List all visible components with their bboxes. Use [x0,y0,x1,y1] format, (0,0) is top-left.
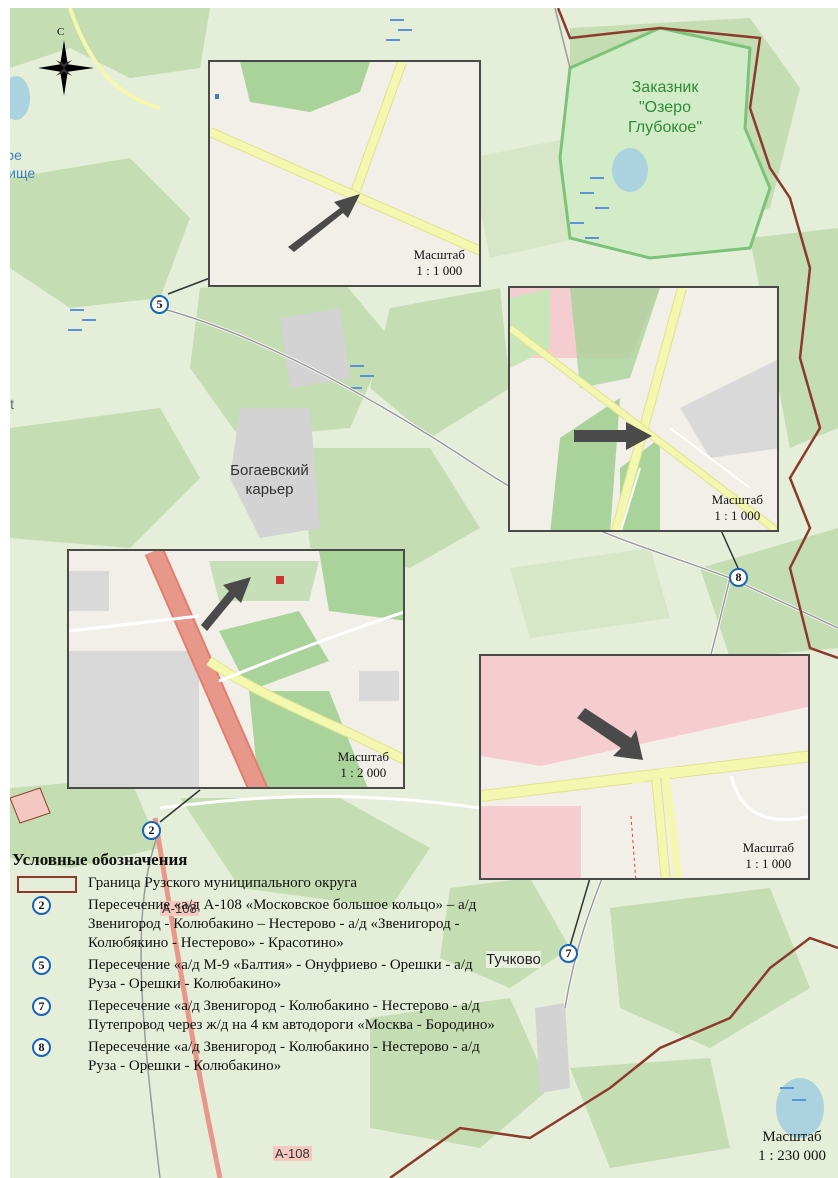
quarry-label-line-1: Богаевский [230,462,309,479]
legend-item-7-text: Пересечение «а/д Звенигород - Колюбакино… [88,998,495,1033]
quarry-label: Богаевский карьер [222,461,317,499]
inset-2-scale-label: Масштаб [337,749,389,764]
lake-label-line-2: лище [10,165,36,181]
main-map-scale: Масштаб 1 : 230 000 [758,1128,826,1166]
inset-7-scale-value: 1 : 1 000 [745,856,792,871]
map-marker-2[interactable]: 2 [142,821,161,840]
legend-item-boundary-text: Граница Рузского муниципального округа [88,875,358,891]
inset-8-scale-label: Масштаб [711,492,763,507]
legend-item-5: 5 Пересечение «а/д М-9 «Балтия» - Онуфри… [12,956,502,994]
legend-item-8: 8 Пересечение «а/д Звенигород - Колюбаки… [12,1038,502,1076]
legend-item-5-text: Пересечение «а/д М-9 «Балтия» - Онуфриев… [88,957,473,992]
map-marker-7[interactable]: 7 [559,944,578,963]
inset-5-drawing [210,62,479,285]
legend-marker-2: 2 [32,896,51,915]
inset-7-drawing [481,656,808,878]
compass-north-letter: С [57,26,65,38]
boundary-swatch [17,876,77,893]
legend-item-2: 2 Пересечение «а/д А-108 «Московское бол… [12,896,502,953]
district-label-partial: ict [10,396,14,412]
reserve-label-line-1: Заказник [631,79,699,96]
lake-label-line-1: кое [10,147,22,163]
inset-8-scale-value: 1 : 1 000 [714,508,761,523]
legend-item-8-text: Пересечение «а/д Звенигород - Колюбакино… [88,1039,480,1074]
reserve-label-line-2: "Озеро [639,99,691,116]
inset-map-2[interactable]: Масштаб 1 : 2 000 [67,549,405,789]
legend-item-7: 7 Пересечение «а/д Звенигород - Колюбаки… [12,997,502,1035]
road-shield-a108-bottom: А-108 [273,1146,312,1161]
town-label-tuchkovo: Тучково [486,951,541,968]
inset-5-scale-value: 1 : 1 000 [416,263,463,278]
lake-label-partial: кое лище [10,146,35,182]
inset-2-drawing [69,551,403,787]
inset-8-drawing [510,288,777,530]
reserve-label: Заказник "Озеро Глубокое" [620,78,710,138]
inset-5-scale: Масштаб 1 : 1 000 [414,247,465,279]
legend: Условные обозначения Граница Рузского му… [12,850,502,1079]
legend-marker-8: 8 [32,1038,51,1057]
legend-item-2-text: Пересечение «а/д А-108 «Московское больш… [88,897,477,951]
map-marker-8[interactable]: 8 [729,568,748,587]
inset-2-scale-value: 1 : 2 000 [340,765,387,780]
inset-2-scale: Масштаб 1 : 2 000 [338,749,389,781]
road-shield-a108-top: А-108 [160,901,199,916]
inset-map-5[interactable]: Масштаб 1 : 1 000 [208,60,481,287]
inset-7-scale: Масштаб 1 : 1 000 [743,840,794,872]
main-scale-label: Масштаб [762,1129,822,1145]
legend-marker-7: 7 [32,997,51,1016]
inset-7-scale-label: Масштаб [742,840,794,855]
legend-marker-5: 5 [32,956,51,975]
map-marker-5[interactable]: 5 [150,295,169,314]
legend-title: Условные обозначения [12,850,188,869]
compass-rose: С [34,26,98,98]
inset-map-8[interactable]: Масштаб 1 : 1 000 [508,286,779,532]
reserve-label-line-3: Глубокое" [628,119,702,136]
inset-5-scale-label: Масштаб [413,247,465,262]
quarry-label-line-2: карьер [245,481,294,498]
legend-item-boundary: Граница Рузского муниципального округа [12,874,502,893]
main-scale-value: 1 : 230 000 [758,1148,826,1164]
inset-map-7[interactable]: Масштаб 1 : 1 000 [479,654,810,880]
inset-8-scale: Масштаб 1 : 1 000 [712,492,763,524]
